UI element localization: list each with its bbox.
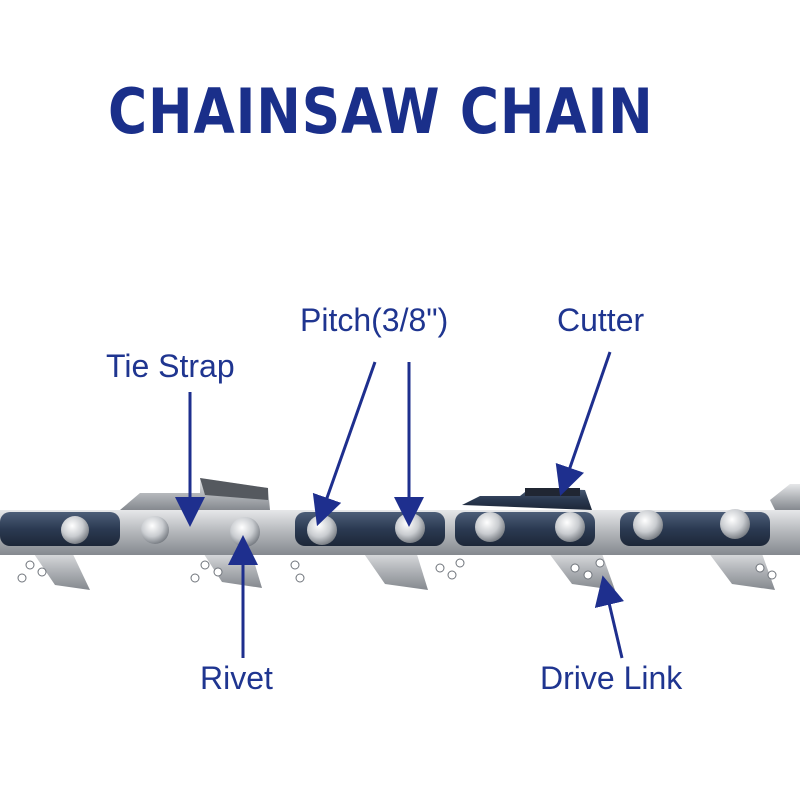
diagram-title: CHAINSAW CHAIN xyxy=(108,75,654,148)
pitch-label: Pitch(3/8") xyxy=(300,302,449,338)
drive-link-label: Drive Link xyxy=(540,660,683,696)
tie-strap-label: Tie Strap xyxy=(106,348,235,384)
rivet-label: Rivet xyxy=(200,660,273,696)
cutter-arrow xyxy=(555,351,612,497)
drive-link-holes xyxy=(17,558,777,583)
cutter-label: Cutter xyxy=(557,302,645,338)
pitch-arrow-left xyxy=(312,361,377,527)
annotation-arrows xyxy=(175,351,625,659)
cutter-teeth xyxy=(120,478,800,510)
drive-link-arrow xyxy=(594,575,625,659)
